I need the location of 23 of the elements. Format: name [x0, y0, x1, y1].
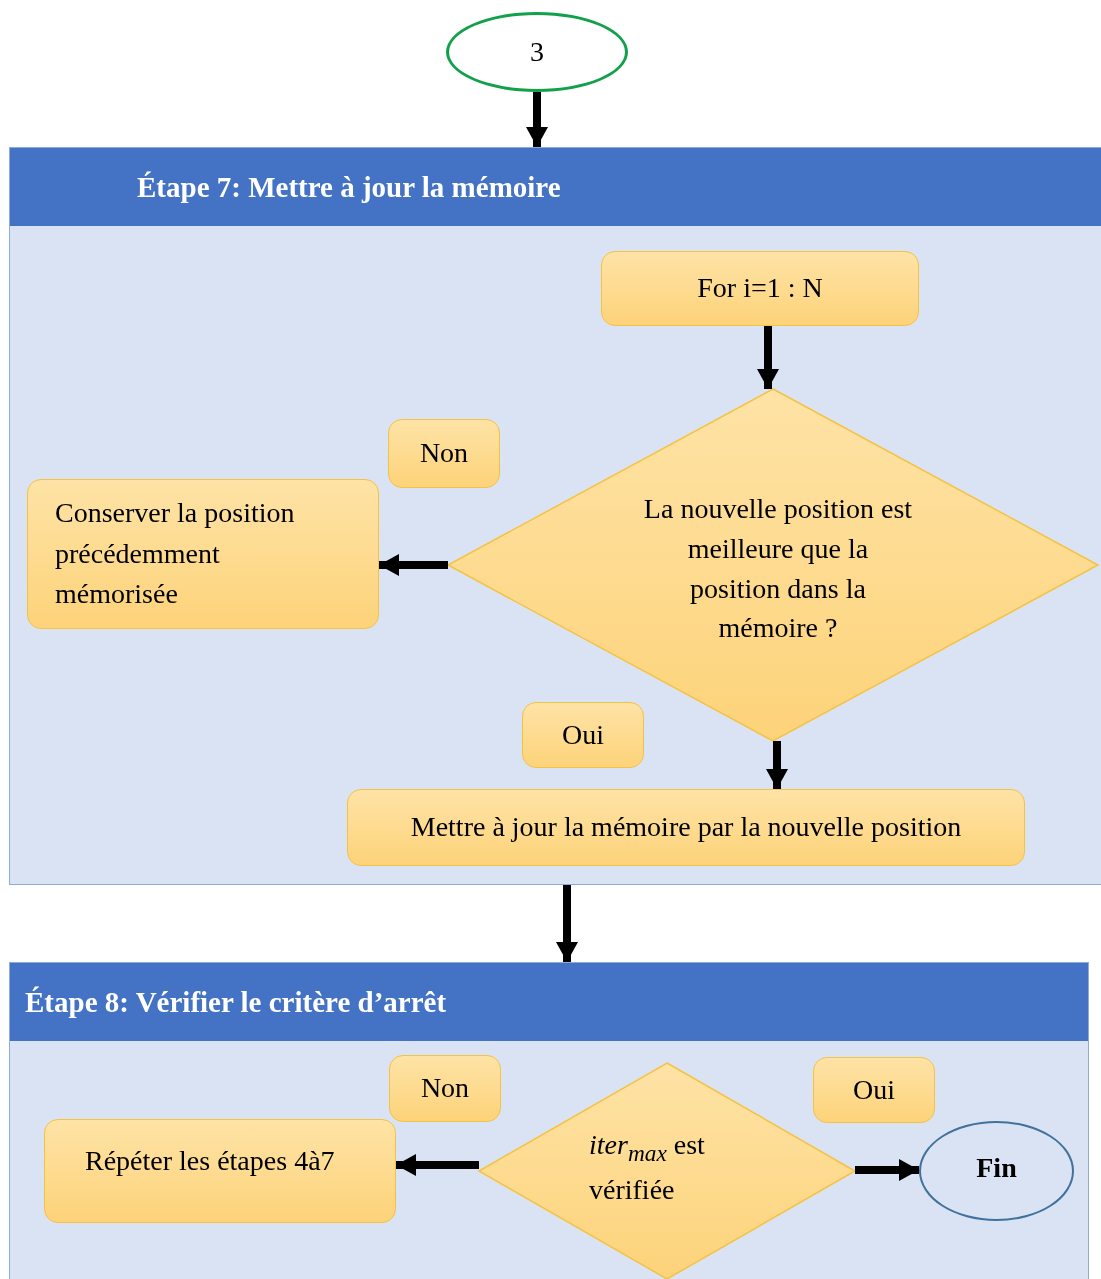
condition-label: Non: [388, 419, 500, 488]
step-heading: Étape 8: Vérifier le critère d’arrêt: [10, 963, 1088, 1041]
step-panel: [9, 147, 1101, 885]
arrow: [766, 741, 788, 789]
process-box: Conserver la position précédemment mémorisée: [27, 479, 379, 629]
step-heading: Étape 7: Mettre à jour la mémoire: [10, 148, 1101, 226]
arrow: [855, 1159, 919, 1181]
arrow: [757, 326, 779, 389]
connector-ellipse: 3: [446, 12, 628, 92]
decision-text: iter$_{max}$ est vérifiée: [589, 1128, 706, 1207]
step-panel: [9, 962, 1089, 1279]
process-box: Répéter les étapes 4à7: [44, 1119, 396, 1223]
process-box: For i=1 : N: [601, 251, 919, 326]
condition-label: Non: [389, 1055, 501, 1122]
arrow: [556, 885, 578, 962]
terminal-ellipse: Fin: [919, 1121, 1074, 1221]
arrow: [526, 92, 548, 147]
decision-text: La nouvelle position est meilleure que la position dans la mémoire ?: [643, 492, 913, 646]
arrow: [396, 1154, 479, 1176]
condition-label: Oui: [813, 1057, 935, 1123]
arrow: [379, 554, 448, 576]
process-box: Mettre à jour la mémoire par la nouvelle position: [347, 789, 1025, 866]
condition-label: Oui: [522, 702, 644, 768]
